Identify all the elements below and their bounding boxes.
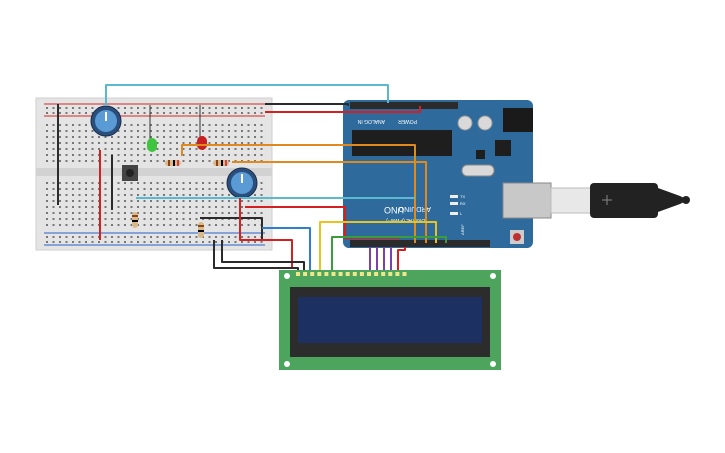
wire-orange-1	[181, 144, 416, 243]
digital-label: DIGITAL (PWM~)	[386, 217, 425, 223]
wire-green	[331, 236, 447, 270]
resistor-1	[165, 160, 181, 166]
wire-black-lcd-1	[213, 240, 299, 270]
digital-header[interactable]	[350, 240, 490, 247]
lcd-pin[interactable]	[296, 272, 300, 276]
led-green[interactable]	[147, 105, 157, 152]
potentiometer-1[interactable]	[90, 105, 122, 137]
power-label: POWER	[398, 118, 417, 124]
usb-cable	[550, 183, 690, 218]
wire-red-lcd-backlight	[397, 247, 406, 270]
resistor-3	[132, 212, 138, 228]
lcd-pin[interactable]	[395, 272, 400, 276]
lcd-pin[interactable]	[303, 272, 308, 276]
wire-orange-2	[232, 161, 427, 243]
arduino-uno-board[interactable]: UNO DIGITAL (PWM~) ANALOG IN POWER TX RX…	[343, 100, 552, 248]
lcd-pin[interactable]	[388, 272, 393, 276]
power-jack	[503, 108, 533, 132]
lcd-pin[interactable]	[374, 272, 379, 276]
wire-cyan-top	[105, 84, 389, 106]
l-label: L	[460, 211, 463, 216]
analog-label: ANALOG IN	[357, 118, 385, 124]
lcd-pin[interactable]	[338, 272, 343, 276]
lcd-pin[interactable]	[317, 272, 322, 276]
led-red[interactable]	[197, 105, 207, 150]
lcd-pin[interactable]	[310, 272, 315, 276]
lcd-pin[interactable]	[359, 272, 364, 276]
arduino-model-label: UNO	[384, 205, 404, 215]
resistor-4	[198, 222, 204, 238]
wires	[57, 84, 447, 270]
lcd-screen	[298, 297, 482, 343]
lcd-pin[interactable]	[367, 272, 371, 276]
lcd-16x2[interactable]	[279, 270, 501, 370]
lcd-pin-header[interactable]	[296, 272, 407, 276]
lcd-pin[interactable]	[324, 272, 329, 276]
lcd-pin[interactable]	[381, 272, 386, 276]
atmega-chip	[352, 130, 452, 156]
tx-label: TX	[460, 194, 465, 199]
usb-port	[502, 182, 552, 219]
pushbutton[interactable]	[122, 165, 138, 181]
analog-power-header[interactable]	[350, 102, 458, 109]
wire-black-gnd-top	[265, 103, 349, 106]
wire-yellow	[319, 221, 437, 270]
wire-red-5v-top	[265, 106, 421, 113]
potentiometer-2[interactable]	[226, 167, 258, 199]
wire-black-lcd-2	[221, 240, 305, 270]
lcd-pin[interactable]	[331, 272, 336, 276]
aref-label: AREF	[460, 224, 465, 235]
lcd-pin[interactable]	[345, 272, 350, 276]
wire-blue	[262, 227, 311, 270]
lcd-pin[interactable]	[402, 272, 407, 276]
wire-black-mid	[200, 217, 263, 240]
wire-red-pot	[239, 198, 293, 268]
rx-label: RX	[460, 201, 466, 206]
lcd-pin[interactable]	[352, 272, 357, 276]
resistor-2	[213, 160, 229, 166]
